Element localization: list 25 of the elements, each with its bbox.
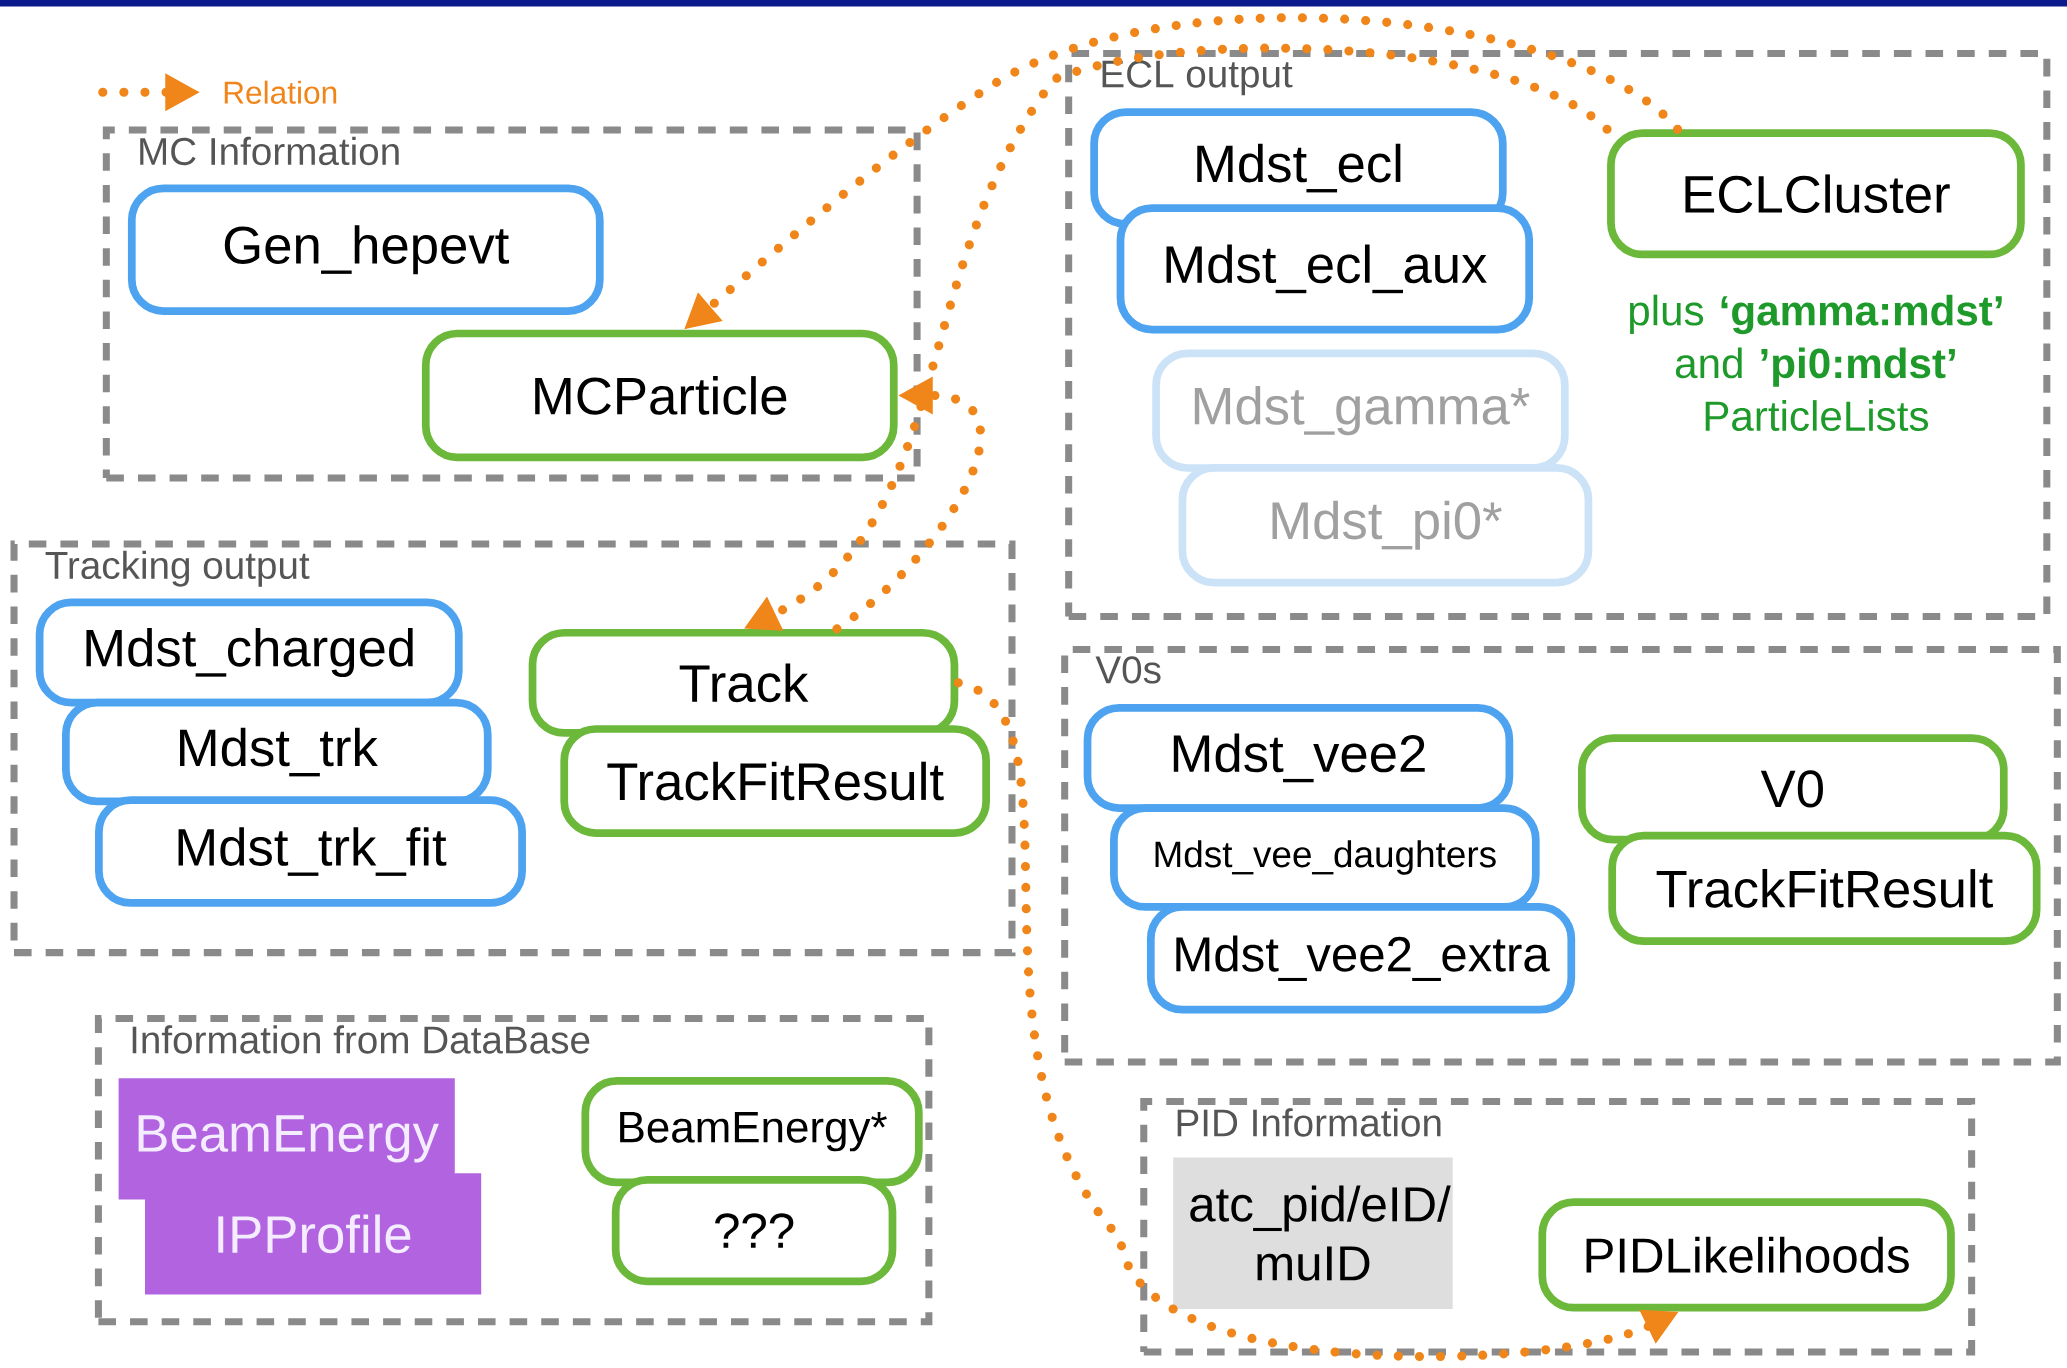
rounded-box: Mdst_ecl_aux <box>1116 204 1534 334</box>
rounded-box: TrackFitResult <box>1608 831 2041 945</box>
rounded-box: Gen_hepevt <box>127 184 604 315</box>
faded-box: Mdst_pi0* <box>1178 463 1593 587</box>
shaded-box: atc_pid/eID/ muID <box>1173 1157 1453 1309</box>
filled-box: IPProfile <box>145 1173 482 1295</box>
legend-label: Relation <box>224 80 337 104</box>
rounded-box: Track <box>528 628 959 737</box>
node-label: BeamEnergy <box>138 1115 439 1163</box>
rounded-box: TrackFitResult <box>560 724 990 837</box>
rounded-box: ECLCluster <box>1607 129 2025 259</box>
rounded-box: Mdst_vee2 <box>1083 703 1514 812</box>
rounded-box: Mdst_trk_fit <box>95 796 526 907</box>
rounded-box: Mdst_trk <box>62 698 492 806</box>
rounded-box: Mdst_vee_daughters <box>1110 804 1540 911</box>
rounded-box: Mdst_vee2_extra <box>1146 902 1576 1014</box>
node-label: IPProfile <box>218 1214 411 1253</box>
faded-box: Mdst_gamma* <box>1152 349 1569 472</box>
rounded-box: V0 <box>1578 734 2008 844</box>
rounded-box: MCParticle <box>421 329 898 462</box>
note-text: plus ‘gamma:mdst’ and ’pi0:mdst’ ParticleLists <box>1629 294 2002 431</box>
rounded-box: Mdst_charged <box>35 598 463 707</box>
rounded-box: BeamEnergy* <box>581 1076 923 1187</box>
rounded-box: PIDLikelihoods <box>1538 1198 1955 1312</box>
rounded-box: ??? <box>611 1175 897 1285</box>
